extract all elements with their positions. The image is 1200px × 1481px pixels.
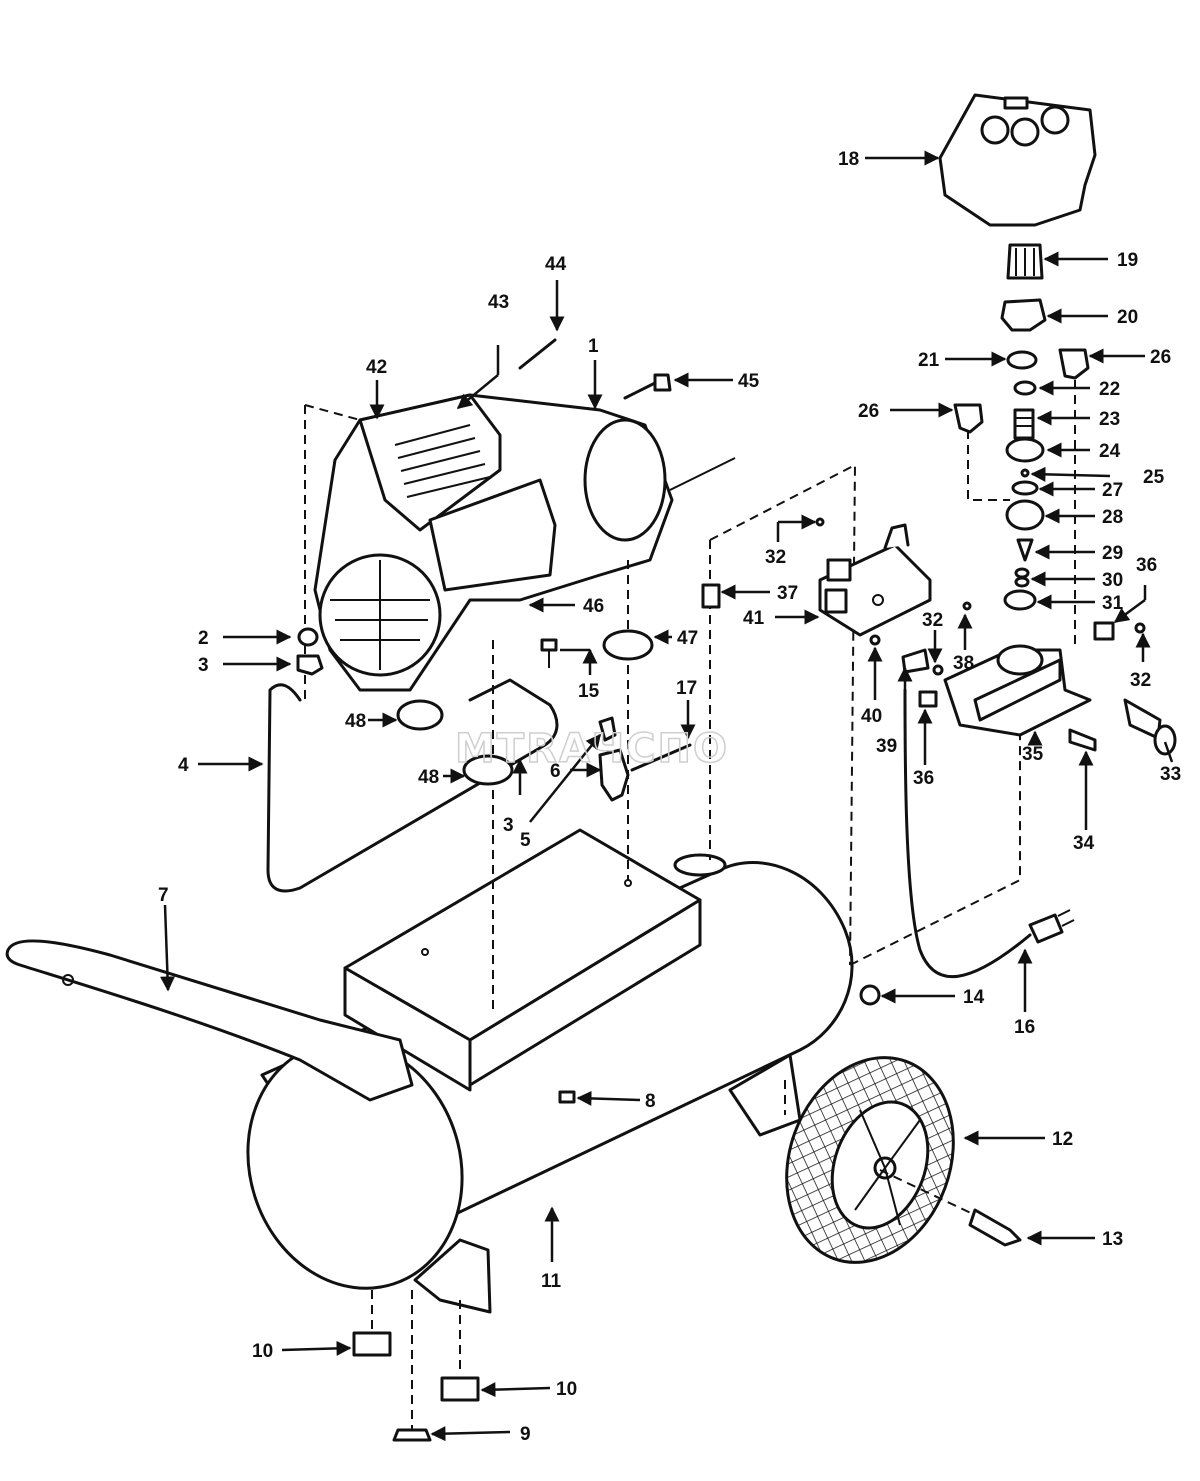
motor-mount-platform — [343, 828, 702, 1092]
tank — [246, 853, 854, 1290]
callout-12: 12 — [1052, 1129, 1073, 1150]
callout-18: 18 — [838, 149, 859, 170]
drain-9 — [392, 1428, 432, 1442]
callout-13: 13 — [1102, 1229, 1123, 1250]
gauge-26b — [953, 403, 984, 434]
isolator-47 — [602, 629, 654, 661]
callout-32b: 32 — [922, 610, 943, 631]
tank-port — [673, 853, 727, 877]
handle — [5, 939, 414, 1102]
callout-36a: 36 — [913, 768, 934, 789]
callout-38: 38 — [953, 653, 974, 674]
leaders — [160, 150, 1174, 1442]
watermark: MTRAЧСПО — [455, 726, 729, 772]
valve-37 — [701, 583, 721, 609]
screw-45 — [653, 373, 672, 392]
callout-10a: 10 — [252, 1341, 273, 1362]
callout-31: 31 — [1102, 593, 1124, 614]
motor-end-bell — [583, 418, 667, 542]
safety-valve-33 — [1123, 698, 1162, 740]
callout-22: 22 — [1099, 379, 1120, 400]
callout-26a: 26 — [1150, 347, 1171, 368]
callout-26b: 26 — [858, 401, 879, 422]
foot-10a — [352, 1331, 392, 1357]
callout-6: 6 — [550, 761, 561, 782]
callout-48a: 48 — [345, 711, 366, 732]
callout-10b: 10 — [556, 1379, 577, 1400]
callout-16: 16 — [1014, 1017, 1035, 1038]
grommet-14 — [859, 984, 881, 1006]
callout-48b: 48 — [418, 767, 439, 788]
callout-34: 34 — [1073, 833, 1095, 854]
callout-39: 39 — [876, 736, 897, 757]
plug-36a — [918, 690, 938, 708]
callout-4: 4 — [178, 755, 189, 776]
axle-bolt-13 — [968, 1208, 1022, 1247]
check-valve-6 — [598, 748, 630, 802]
callout-7: 7 — [158, 885, 169, 906]
callout-44: 44 — [545, 254, 567, 275]
callout-32a: 32 — [765, 547, 786, 568]
callout-46: 46 — [583, 596, 604, 617]
fitting-34 — [1068, 728, 1097, 752]
callout-47: 47 — [677, 628, 698, 649]
foot-10b — [440, 1376, 480, 1402]
outlet-tube — [266, 678, 559, 893]
callout-36b: 36 — [1136, 555, 1157, 576]
callout-24: 24 — [1099, 441, 1121, 462]
screw-8 — [558, 1090, 576, 1104]
regulator-parts — [938, 93, 1097, 611]
callout-20: 20 — [1117, 307, 1138, 328]
motor-pump-assembly — [313, 393, 736, 692]
callout-21: 21 — [918, 350, 940, 371]
callout-3a: 3 — [198, 655, 209, 676]
callout-labels: 1 2 3 3 4 5 6 7 8 9 10 10 11 12 13 14 15… — [158, 149, 1181, 1445]
callout-33: 33 — [1160, 764, 1181, 785]
manifold — [943, 644, 1092, 737]
callout-19: 19 — [1117, 250, 1138, 271]
callout-1: 1 — [588, 336, 599, 357]
wheel — [785, 1056, 955, 1264]
callout-15: 15 — [578, 681, 600, 702]
shroud-18 — [938, 93, 1097, 227]
screw-15 — [540, 638, 558, 652]
callout-40: 40 — [861, 706, 882, 727]
callout-32c: 32 — [1130, 670, 1151, 691]
callout-25: 25 — [1143, 467, 1165, 488]
callout-45: 45 — [738, 371, 760, 392]
gauge-26a — [1058, 348, 1090, 380]
callout-8: 8 — [645, 1091, 656, 1112]
fittings — [296, 338, 1177, 1442]
bonnet-20 — [1000, 298, 1047, 332]
callout-3b: 3 — [503, 815, 514, 836]
callout-42: 42 — [366, 357, 387, 378]
plug-36b — [1093, 621, 1115, 641]
callout-11: 11 — [541, 1271, 562, 1292]
callout-28: 28 — [1102, 507, 1123, 528]
callout-14: 14 — [963, 987, 985, 1008]
callout-9: 9 — [520, 1424, 531, 1445]
callout-29: 29 — [1102, 543, 1123, 564]
callout-43: 43 — [488, 292, 509, 313]
callout-5: 5 — [520, 830, 531, 851]
terminal-40 — [901, 648, 930, 674]
callout-23: 23 — [1099, 409, 1120, 430]
isolator-48a — [396, 699, 444, 731]
pressure-switch — [818, 523, 932, 637]
callout-41: 41 — [743, 608, 765, 629]
callout-27: 27 — [1102, 480, 1123, 501]
callout-37: 37 — [777, 583, 798, 604]
pump-cover — [428, 478, 557, 592]
front-leg — [413, 1238, 492, 1314]
callout-35: 35 — [1022, 744, 1044, 765]
callout-17: 17 — [676, 678, 697, 699]
callout-30: 30 — [1102, 570, 1123, 591]
callout-2: 2 — [198, 628, 209, 649]
power-cord — [903, 688, 1075, 979]
